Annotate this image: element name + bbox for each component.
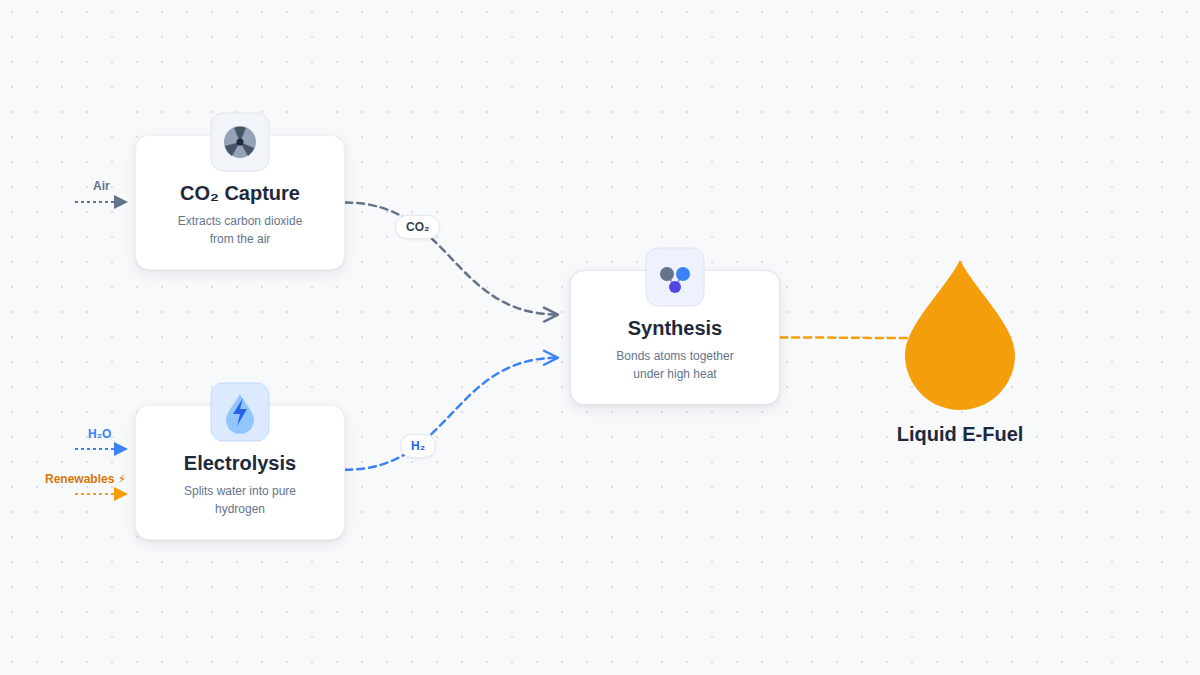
fuel-drop: Liquid E-Fuel bbox=[905, 260, 1015, 410]
node-description: Splits water into pure hydrogen bbox=[174, 482, 306, 518]
process-box: SynthesisBonds atoms together under high… bbox=[570, 270, 780, 405]
edge-label: H₂ bbox=[400, 434, 436, 458]
input-label: Renewables ⚡ bbox=[45, 472, 126, 486]
process-box: CO₂ CaptureExtracts carbon dioxide from … bbox=[135, 135, 345, 270]
node-title: Liquid E-Fuel bbox=[897, 422, 1024, 446]
flow-connector bbox=[345, 351, 558, 470]
node-title: Electrolysis bbox=[184, 451, 296, 475]
node-title: Synthesis bbox=[628, 316, 722, 340]
input-label: H₂O bbox=[88, 427, 111, 441]
edge-label: CO₂ bbox=[395, 215, 440, 239]
flow-connector bbox=[345, 203, 558, 322]
input-label: Air bbox=[93, 179, 110, 193]
process-box: ElectrolysisSplits water into pure hydro… bbox=[135, 405, 345, 540]
flow-connector bbox=[780, 337, 915, 339]
node-title: CO₂ Capture bbox=[180, 181, 300, 205]
process-icon bbox=[210, 112, 270, 172]
drop-shape bbox=[905, 260, 1015, 410]
node-description: Extracts carbon dioxide from the air bbox=[174, 212, 306, 248]
node-description: Bonds atoms together under high heat bbox=[609, 347, 741, 383]
process-icon bbox=[645, 247, 705, 307]
process-icon bbox=[210, 382, 270, 442]
